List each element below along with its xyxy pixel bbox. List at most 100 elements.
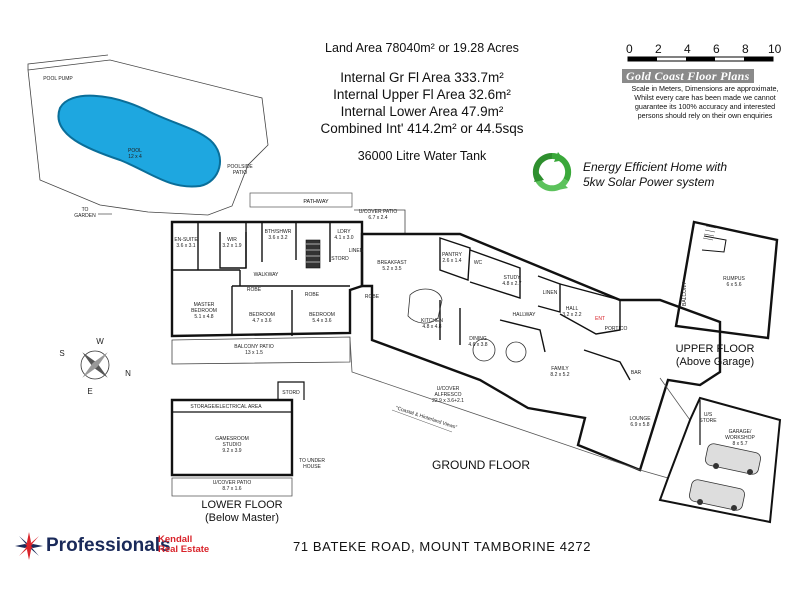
to-garden-label: TO xyxy=(82,207,89,213)
kitchen-island xyxy=(407,288,443,324)
lower-floor-label: LOWER FLOOR (Below Master) xyxy=(197,499,287,525)
scale-tick-4: 4 xyxy=(684,42,691,56)
bedroom-2-label: BEDROOM xyxy=(309,312,335,318)
balcony-patio-label: BALCONY PATIO xyxy=(234,344,274,350)
lower-floor-plan xyxy=(170,381,305,477)
upper-floor-label: UPPER FLOOR (Above Garage) xyxy=(670,343,760,369)
upper-floor-plan xyxy=(674,220,779,340)
robe-3-label: ROBE xyxy=(365,294,380,300)
compass-n: N xyxy=(125,369,131,378)
water-tank-text: 36000 Litre Water Tank xyxy=(357,149,487,163)
gold-coast-floor-plans-logo: Gold Coast Floor Plans xyxy=(622,67,754,85)
compass-icon xyxy=(80,350,110,380)
ensuite-dim: 3.6 x 3.1 xyxy=(176,243,195,249)
ldry-dim: 4.1 x 3.0 xyxy=(334,235,353,241)
upper-floor-title: UPPER FLOOR xyxy=(675,343,755,355)
upper-area: Internal Upper Fl Area 32.6m² xyxy=(333,87,511,102)
alfresco-label: U/COVER xyxy=(437,386,460,392)
car-icon-2 xyxy=(689,479,745,511)
scale-labels: 0 2 4 6 8 10 xyxy=(624,42,784,56)
balcony-patio-dim: 13 x 1.5 xyxy=(245,350,263,356)
dining-dim: 4.6 x 3.8 xyxy=(468,342,487,348)
dining-label: DINING xyxy=(469,336,487,342)
ground-floor-label: GROUND FLOOR xyxy=(432,458,531,472)
lounge-dim: 6.9 x 5.8 xyxy=(630,422,649,428)
property-address: 71 BATEKE ROAD, MOUNT TAMBORINE 4272 xyxy=(293,539,592,554)
lounge-label: LOUNGE xyxy=(629,416,651,422)
energy-line-1: Energy Efficient Home with xyxy=(583,160,728,174)
linen-label: LINEN xyxy=(349,248,364,254)
disclaimer-line-4: persons should rely on their own enquiri… xyxy=(637,111,773,120)
bedroom-2-dim: 5.4 x 3.6 xyxy=(312,318,331,324)
pathway-label: PATHWAY xyxy=(303,199,329,205)
study-dim: 4.8 x 2.7 xyxy=(502,281,521,287)
family-table xyxy=(505,341,527,363)
to-under-label: TO UNDER xyxy=(299,458,325,464)
alfresco-dim: 22.9 x 3.6+2.1 xyxy=(432,398,464,404)
agency-sub-1: Kendall xyxy=(158,534,193,545)
compass-e: E xyxy=(87,387,92,396)
master-dim: 5.1 x 4.8 xyxy=(194,314,213,320)
gamesroom-label-2: STUDIO xyxy=(223,442,242,448)
pantry-label: PANTRY xyxy=(442,252,462,258)
ground-floor-east-wing xyxy=(360,232,722,472)
scale-tick-10: 10 xyxy=(768,42,782,56)
pool-dimensions: 12 x 4 xyxy=(128,154,142,160)
scale-tick-2: 2 xyxy=(655,42,662,56)
balcony-patio-outline xyxy=(171,336,351,365)
bedroom-1-dim: 4.7 x 3.6 xyxy=(252,318,271,324)
ucover-patio-top-label: U/COVER PATIO xyxy=(359,209,398,215)
master-label: MASTER xyxy=(194,302,215,308)
lower-patio-label: U/COVER PATIO xyxy=(213,480,252,486)
kitchen-dim: 4.8 x 4.8 xyxy=(422,324,441,330)
breakfast-label: BREAKFAST xyxy=(377,260,406,266)
stairs-upper xyxy=(702,225,717,241)
energy-note: Energy Efficient Home with 5kw Solar Pow… xyxy=(583,160,727,190)
poolside-label: POOLSIDE xyxy=(227,164,253,170)
pool-patio-area xyxy=(27,54,269,216)
area-info: Land Area 78040m² or 19.28 Acres xyxy=(262,40,582,56)
garage xyxy=(658,396,782,524)
lower-patio-dim: 8.7 x 1.6 xyxy=(222,486,241,492)
hall-label: HALL xyxy=(566,306,579,312)
views-label: "Coastal & Hinterland Views" xyxy=(395,405,458,431)
wir-label: WIR xyxy=(227,237,237,243)
water-tank-info: 36000 Litre Water Tank xyxy=(262,148,582,164)
gamesroom-dim: 9.2 x 3.9 xyxy=(222,448,241,454)
ground-floor-west-wing xyxy=(170,220,364,338)
lower-patio-outline xyxy=(171,477,293,497)
lower-floor-title: LOWER FLOOR xyxy=(201,499,283,511)
disclaimer-line-3: guarantee its 100% accuracy and interest… xyxy=(634,102,776,111)
land-area: Land Area 78040m² or 19.28 Acres xyxy=(325,41,519,55)
agency-sub-2: Real Estate xyxy=(158,544,210,555)
ent-label: ENT xyxy=(595,316,605,322)
us-store-label: U/S xyxy=(704,412,713,418)
stord-label: STORD xyxy=(331,256,349,262)
ensuite-label: EN-SUITE xyxy=(174,237,198,243)
family-dim: 8.2 x 5.2 xyxy=(550,372,569,378)
pathway xyxy=(249,192,353,208)
wc-label: WC xyxy=(474,260,483,266)
bath-dim: 3.6 x 3.2 xyxy=(268,235,287,241)
storage-label: STORAGE/ELECTRICAL AREA xyxy=(190,404,262,410)
family-label: FAMILY xyxy=(551,366,569,372)
bath-label: BTH/SHWR xyxy=(265,229,292,235)
alfresco-label-2: ALFRESCO xyxy=(435,392,462,398)
garage-label-2: WORKSHOP xyxy=(725,435,755,441)
portico-label: PORTICO xyxy=(605,326,628,332)
pantry-dim: 2.6 x 1.4 xyxy=(442,258,461,264)
alfresco-outline xyxy=(349,337,691,479)
robe-1-label: ROBE xyxy=(247,287,262,293)
poolside-label-2: PATIO xyxy=(233,170,247,176)
ucover-patio-top-dim: 6.7 x 2.4 xyxy=(368,215,387,221)
professionals-star-logo xyxy=(14,531,44,561)
us-store-label-2: STORE xyxy=(699,418,717,424)
disclaimer-line-1: Scale in Meters, Dimensions are approxim… xyxy=(631,84,779,93)
pool xyxy=(57,94,221,188)
rumpus-dim: 6 x 5.6 xyxy=(726,282,741,288)
scale-tick-8: 8 xyxy=(742,42,749,56)
compass-w: W xyxy=(96,337,104,346)
upper-floor-subtitle: (Above Garage) xyxy=(675,356,755,368)
bar-label: BAR xyxy=(631,370,642,376)
pool-label: POOL xyxy=(128,148,142,154)
